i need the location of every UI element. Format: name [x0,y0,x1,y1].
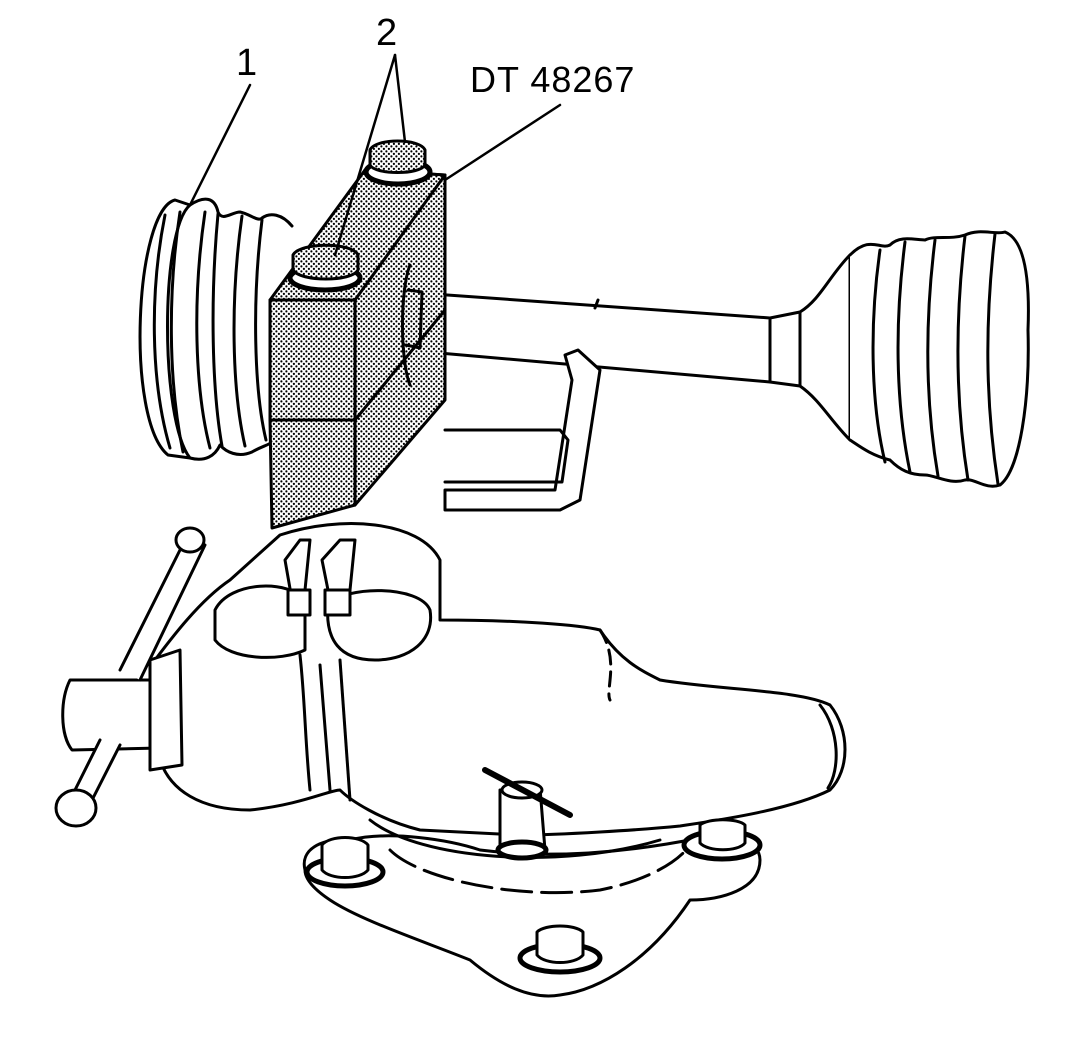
base-bolt-right [681,818,763,862]
left-cv-boot [138,197,294,461]
vise-jaw-bracket [443,348,602,512]
base-bolt-front [517,924,603,975]
callout-label-2: 2 [376,12,398,54]
callout-label-1: 1 [236,42,258,84]
bench-vise [54,522,847,998]
clamp-tool-body [268,168,447,530]
callout-tool-number: DT 48267 [470,59,636,100]
tool-bolt-lower [287,243,363,293]
right-cv-boot [798,230,1030,488]
tool-bolt-upper [363,139,433,187]
axle-shaft [403,290,802,388]
leader-lines [188,53,562,257]
base-bolt-left [304,836,386,889]
